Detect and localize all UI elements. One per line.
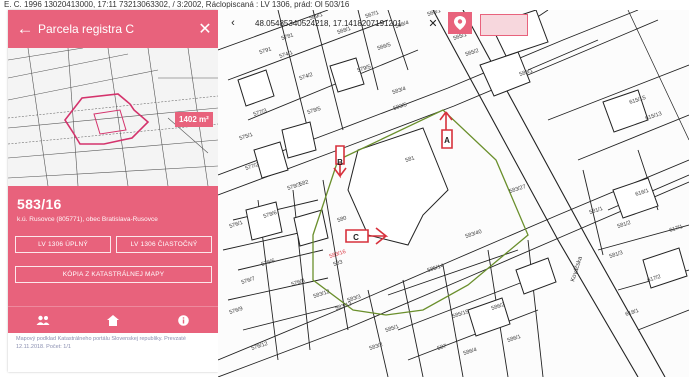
parcel-number-label: 587 <box>437 343 448 352</box>
location-pin-icon <box>454 16 466 30</box>
parcel-number-label: 616/1 <box>635 188 650 198</box>
close-icon[interactable]: ✕ <box>428 17 438 30</box>
parcel-number-label: 617/1 <box>669 224 684 234</box>
parcel-number-label: 576/8 <box>291 278 306 288</box>
parcel-panel: ← Parcela registra C ✕ 1402 m² 583/16 k.… <box>8 10 218 372</box>
parcel-number-label: 582 <box>299 179 310 188</box>
cadastral-map-copy-button[interactable]: KÓPIA Z KATASTRÁLNEJ MAPY <box>15 266 212 283</box>
parcel-number-label: 618/1 <box>625 308 640 318</box>
parcel-number-label: 579/5 <box>357 64 372 74</box>
info-icon[interactable] <box>173 311 193 329</box>
parcel-number-label: 578/3 <box>287 182 302 192</box>
parcel-number-label: 585/1 <box>385 324 400 334</box>
marker-label-a: A <box>444 136 450 145</box>
parcel-number-label: 588/1 <box>519 68 534 78</box>
back-arrow-icon[interactable]: ‹ <box>231 17 235 29</box>
parcel-number-label: 578/6 <box>263 210 278 220</box>
parcel-number-label: 5791 <box>259 46 273 55</box>
area-badge: 1402 m² <box>175 112 213 127</box>
parcel-boundary-outline <box>312 109 529 316</box>
parcel-number-label: 565/2 <box>465 48 480 58</box>
parcel-number-label: 581 <box>405 155 416 164</box>
parcel-number-label: 569/1 <box>309 12 324 22</box>
panel-title: Parcela registra C <box>38 22 135 36</box>
highlighted-parcel-outline <box>64 93 150 145</box>
map-source-footnote: Mapový podklad Katastrálneho portálu Slo… <box>16 336 186 350</box>
marker-label-c: C <box>353 233 359 242</box>
parcel-number-label: 583/40 <box>465 229 483 240</box>
coordinate-input[interactable]: 48.05485340524218, 17.14182071912​01 <box>255 18 402 28</box>
home-icon[interactable] <box>103 311 123 329</box>
parcel-number-label: 583/16 <box>329 249 347 260</box>
parcel-number-label: 586/4 <box>463 347 478 357</box>
parcel-number-label: 586/1 <box>507 334 522 344</box>
parcel-number-label: 583/4 <box>392 86 407 96</box>
parcel-number-label: 567/1 <box>365 10 380 20</box>
people-icon[interactable] <box>33 311 53 329</box>
cadastral-map[interactable]: A B C 583/16 583/13 583/5 583/4 583/12 583/3 583… <box>218 10 689 377</box>
parcel-number-label: 5781 <box>281 32 295 41</box>
parcel-number-label: 568/1 <box>337 26 352 36</box>
parcel-number-label: 577/3 <box>253 108 268 118</box>
parcel-number-label: 583/5 <box>393 102 408 112</box>
parcel-number-label: 566/4 <box>395 20 410 30</box>
parcel-number-label: 581/1 <box>589 206 604 216</box>
parcel-number-label: 577/2 <box>245 162 260 172</box>
parcel-number-label: 574/2 <box>299 72 314 82</box>
parcel-number-label: 565/1 <box>453 32 468 42</box>
parcel-number-label: 576/9 <box>229 306 244 316</box>
panel-header: ← Parcela registra C ✕ <box>8 10 218 48</box>
parcel-number-label: 574/1 <box>279 50 294 60</box>
lv-partial-button[interactable]: LV 1306 ČIASTOČNÝ <box>116 236 212 253</box>
parcel-number-label: 583/13 <box>335 301 353 312</box>
bottom-nav <box>8 306 218 333</box>
top-caption-strip: E. C. 1996 13020413000, 17:11 7321306330… <box>0 0 689 10</box>
cadastral-map-drawing: A B C 583/16 583/13 583/5 583/4 583/12 583/3 583… <box>218 10 689 377</box>
parcel-number-label: 576/12 <box>251 341 269 352</box>
close-icon[interactable]: ✕ <box>198 21 212 38</box>
parcel-number-label: 583/3 <box>347 294 362 304</box>
parcel-number-label: 566/5 <box>377 42 392 52</box>
lv-full-button[interactable]: LV 1306 ÚPLNÝ <box>15 236 111 253</box>
parcel-number-label: 576/1 <box>229 220 244 230</box>
parcel-number-label: 617/2 <box>647 274 662 284</box>
coordinate-search-bar: ‹ 48.05485340524218, 17.14182071912​01 ✕… <box>223 14 463 32</box>
parcel-number-label: 575/1 <box>239 132 254 142</box>
parcel-number-label: 576/7 <box>241 276 256 286</box>
parcel-thumbnail-map: 1402 m² <box>8 48 218 186</box>
parcel-number-label: 566/1 <box>427 10 442 18</box>
back-arrow-icon[interactable]: ← <box>16 19 34 38</box>
parcel-number-label: 586/2 <box>491 302 506 312</box>
parcel-number-label: 576/6 <box>261 258 276 268</box>
parcel-number-label: 583/12 <box>313 289 331 300</box>
parcel-number-label: 583/2 <box>369 342 384 352</box>
parcel-number-label: 583 <box>333 259 344 268</box>
marker-label-b: B <box>337 158 343 167</box>
parcel-number-label: 581/3 <box>609 250 624 260</box>
parcel-number-label: 585/15 <box>452 309 470 320</box>
parcel-info: 583/16 k.ú. Rusovce (805771), obec Brati… <box>8 186 218 306</box>
parcel-number-label: 615/13 <box>645 111 663 122</box>
parcel-number-label: 578/5 <box>307 106 322 116</box>
parcel-number-label: 581/2 <box>617 220 632 230</box>
parcel-number-label: 615/15 <box>629 95 647 106</box>
parcel-number: 583/16 <box>17 196 62 212</box>
parcel-number-label: 585/14 <box>427 263 445 274</box>
map-overlay-control[interactable] <box>480 14 528 36</box>
parcel-number-label: 580 <box>337 215 348 224</box>
cadastral-area-text: k.ú. Rusovce (805771), obec Bratislava-R… <box>17 216 158 223</box>
location-pin-button[interactable] <box>448 12 472 34</box>
parcel-number-label: 583/27 <box>509 184 527 195</box>
